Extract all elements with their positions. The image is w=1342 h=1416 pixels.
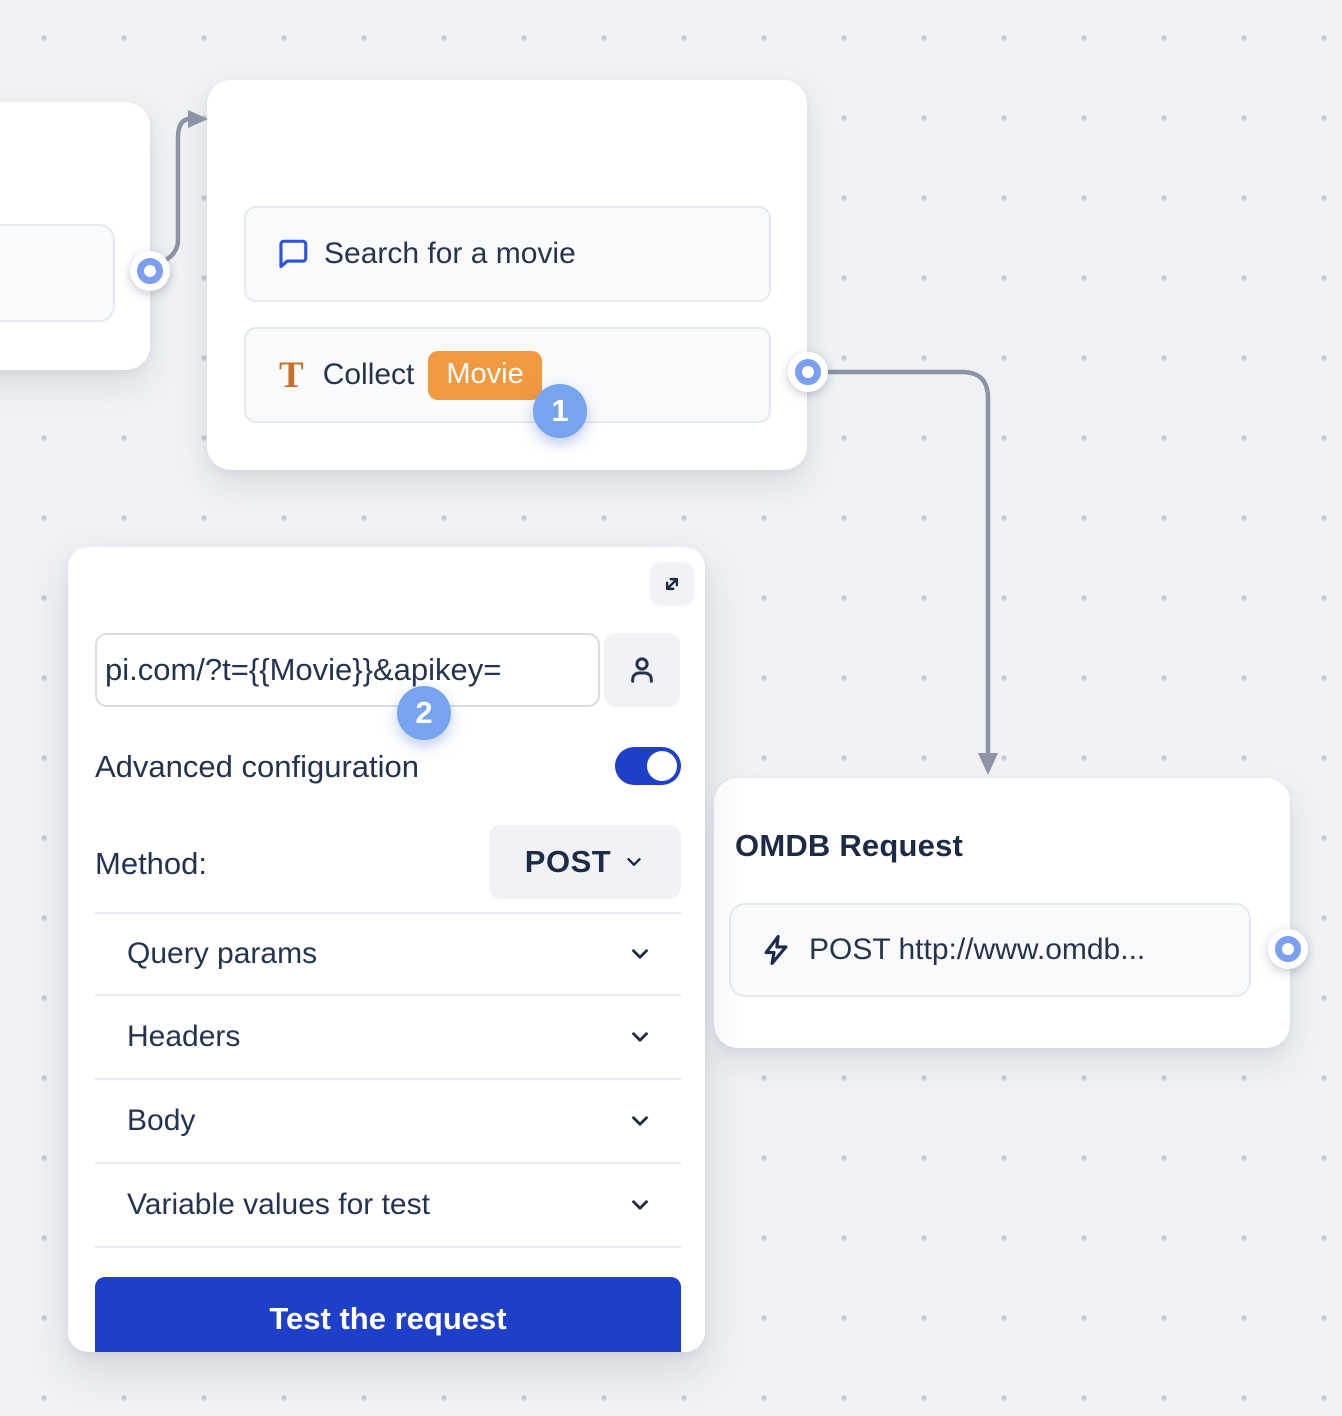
- method-label: Method:: [95, 846, 208, 881]
- variables-button[interactable]: [604, 633, 680, 707]
- text-input-icon: T: [279, 354, 304, 396]
- collapsible-sections: Query params Headers Body Variable value…: [95, 912, 681, 1248]
- toggle-knob: [647, 751, 677, 781]
- webhook-config-panel: pi.com/?t={{Movie}}&apikey= Advanced con…: [68, 547, 705, 1352]
- chevron-down-icon: [627, 1192, 653, 1218]
- node-item-webhook[interactable]: POST http://www.omdb...: [729, 903, 1251, 997]
- connection-port-out-previous[interactable]: [130, 251, 170, 291]
- connection-port-out-omdb[interactable]: [1268, 929, 1308, 969]
- section-variable-values[interactable]: Variable values for test: [95, 1164, 681, 1248]
- method-select[interactable]: POST: [489, 825, 681, 899]
- omdb-request-node[interactable]: OMDB Request POST http://www.omdb...: [714, 778, 1290, 1048]
- advanced-configuration-toggle[interactable]: [615, 747, 681, 785]
- advanced-configuration-label: Advanced configuration: [95, 749, 420, 784]
- url-value: pi.com/?t={{Movie}}&apikey=: [105, 652, 502, 687]
- previous-node-card[interactable]: [0, 102, 150, 370]
- lightning-icon: [759, 933, 793, 967]
- method-value: POST: [524, 844, 612, 879]
- connection-port-out-movie-search[interactable]: [788, 352, 828, 392]
- section-body[interactable]: Body: [95, 1080, 681, 1164]
- chevron-down-icon: [627, 1108, 653, 1134]
- step-badge-2: 2: [397, 686, 451, 740]
- expand-button[interactable]: [650, 562, 694, 606]
- user-icon: [624, 652, 660, 688]
- section-query-params[interactable]: Query params: [95, 912, 681, 996]
- previous-node-item[interactable]: [0, 224, 115, 322]
- expand-icon: [659, 571, 685, 597]
- node-title: OMDB Request: [735, 828, 964, 863]
- node-item-label: Search for a movie: [324, 237, 576, 270]
- test-request-button[interactable]: Test the request: [95, 1277, 681, 1352]
- chat-bubble-icon: [276, 237, 310, 271]
- chevron-down-icon: [627, 1024, 653, 1050]
- variable-badge: Movie: [428, 350, 542, 400]
- node-item-question[interactable]: Search for a movie: [244, 206, 771, 302]
- node-item-label: Collect: [322, 358, 415, 391]
- section-headers[interactable]: Headers: [95, 996, 681, 1080]
- url-input[interactable]: pi.com/?t={{Movie}}&apikey=: [95, 633, 600, 707]
- movie-search-node[interactable]: Movie search Search for a movie T Collec…: [207, 80, 807, 470]
- chevron-down-icon: [627, 941, 653, 967]
- step-badge-1: 1: [533, 384, 587, 438]
- node-item-collect[interactable]: T Collect Movie: [244, 327, 771, 423]
- node-item-label: POST http://www.omdb...: [809, 933, 1146, 966]
- chevron-down-icon: [623, 851, 645, 873]
